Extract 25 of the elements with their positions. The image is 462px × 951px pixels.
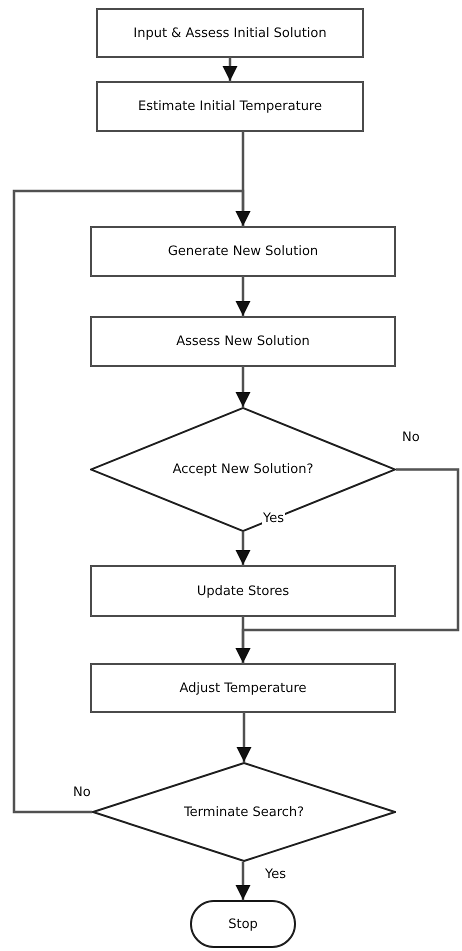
process-box	[90, 226, 396, 277]
node-label: Update Stores	[196, 584, 290, 598]
process-box	[90, 316, 396, 367]
node-label: Assess New Solution	[176, 334, 310, 349]
node-label: Generate New Solution	[168, 244, 318, 259]
arrow	[236, 617, 250, 663]
arrow	[236, 713, 252, 762]
process-box	[90, 565, 396, 617]
node-label: Accept New Solution?	[172, 462, 314, 477]
arrow	[236, 277, 250, 316]
arrow	[12, 190, 250, 814]
node-label: Terminate Search?	[184, 804, 304, 820]
arrow	[222, 58, 238, 81]
process-box	[96, 8, 364, 58]
node-label: Input & Assess Initial Solution	[133, 26, 327, 40]
process-box	[96, 81, 364, 132]
edge-label: Yes	[262, 511, 285, 526]
process-box	[90, 663, 396, 713]
node-label: Adjust Temperature	[179, 680, 307, 696]
node-label: Estimate Initial Temperature	[138, 99, 322, 114]
arrow	[236, 862, 250, 900]
arrow	[236, 532, 250, 565]
node-label: Stop	[228, 916, 258, 932]
arrow	[236, 367, 250, 407]
terminator-box	[190, 900, 296, 948]
